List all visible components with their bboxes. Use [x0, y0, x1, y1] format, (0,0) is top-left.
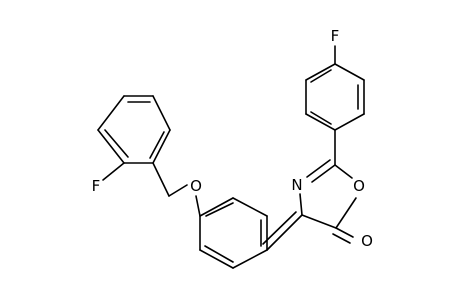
- bond: [152, 162, 170, 197]
- bond: [334, 113, 365, 131]
- exocyclic-double-bond: [266, 214, 303, 251]
- double-bond: [104, 129, 129, 158]
- double-bond: [310, 111, 332, 125]
- central-phenyl-ring: [199, 197, 268, 269]
- bond: [232, 197, 268, 217]
- bond: [305, 113, 336, 131]
- bond: [195, 195, 201, 217]
- bond: [334, 164, 353, 179]
- bond: [152, 95, 171, 131]
- bond: [199, 197, 234, 217]
- fluorine-atom: F: [331, 27, 340, 45]
- ring-oxygen-atom: O: [353, 177, 365, 195]
- ether-oxygen-atom: O: [190, 177, 202, 195]
- bond: [97, 129, 125, 164]
- double-bond: [205, 202, 234, 217]
- fluorine-atom-ortho: F: [92, 177, 101, 195]
- nitrogen-atom: N: [291, 176, 302, 194]
- bond: [232, 249, 268, 269]
- bond: [335, 197, 357, 229]
- bond: [97, 95, 125, 131]
- bond: [199, 249, 234, 269]
- fluorophenyl-ring: [305, 45, 365, 131]
- carbonyl-oxygen-atom: O: [361, 232, 373, 250]
- bond: [152, 129, 171, 164]
- carbonyl-bond-inner: [332, 233, 351, 244]
- bond: [334, 63, 365, 81]
- c2-n-double-bond: [311, 164, 336, 183]
- exocyclic-double-bond-inner: [262, 211, 297, 245]
- oxazolone-ring: [299, 159, 357, 244]
- bond: [299, 193, 303, 216]
- bond: [102, 162, 125, 181]
- double-bond: [149, 131, 165, 159]
- bond: [168, 184, 188, 197]
- bond: [305, 63, 336, 81]
- carbonyl-bond: [335, 227, 354, 238]
- double-bond: [204, 245, 234, 263]
- double-bond: [310, 69, 332, 83]
- bond: [301, 214, 337, 229]
- c2-n-double-bond-inner: [306, 159, 331, 178]
- ortho-fluorophenyl-ring: [97, 95, 171, 164]
